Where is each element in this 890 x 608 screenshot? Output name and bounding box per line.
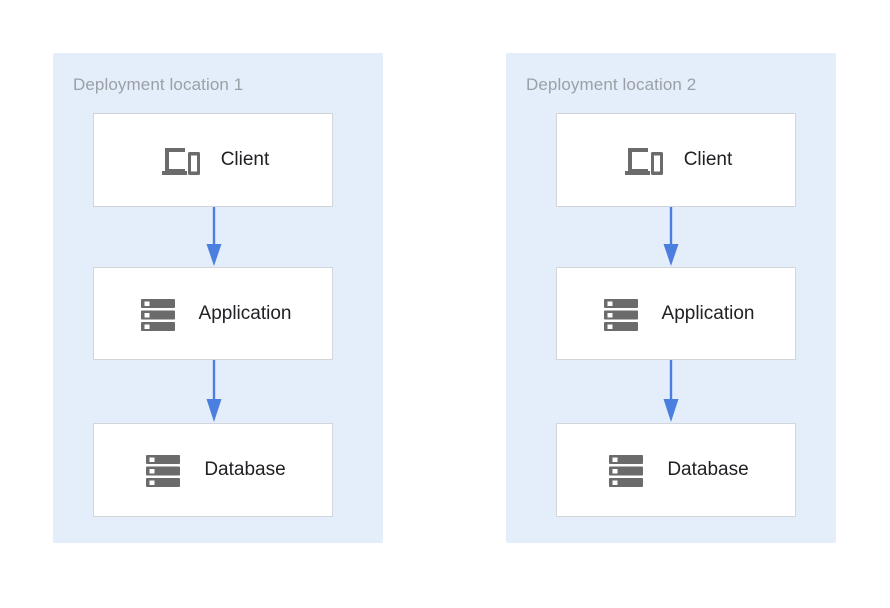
arrow-application-2-to-database-2	[660, 360, 682, 423]
node-application-1[interactable]: Application	[93, 267, 333, 360]
node-client-1[interactable]: Client	[93, 113, 333, 207]
node-database-1-label: Database	[204, 459, 286, 480]
node-database-2[interactable]: Database	[556, 423, 796, 517]
deployment-group-1-title: Deployment location 1	[73, 75, 244, 94]
devices-icon	[157, 137, 203, 183]
arrow-application-1-to-database-1	[203, 360, 225, 423]
node-application-2-label: Application	[661, 302, 755, 324]
node-client-1-label: Client	[220, 149, 270, 170]
node-client-2[interactable]: Client	[556, 113, 796, 207]
devices-icon	[620, 137, 666, 183]
server-icon	[598, 291, 644, 337]
arrow-client-1-to-application-1	[203, 207, 225, 267]
node-database-2-label: Database	[667, 459, 749, 480]
server-icon	[603, 447, 649, 493]
node-application-1-label: Application	[198, 302, 292, 324]
arrow-client-2-to-application-2	[660, 207, 682, 267]
server-icon	[140, 447, 186, 493]
deployment-group-2-title: Deployment location 2	[526, 75, 697, 94]
node-database-1[interactable]: Database	[93, 423, 333, 517]
node-application-2[interactable]: Application	[556, 267, 796, 360]
server-icon	[135, 291, 181, 337]
node-client-2-label: Client	[683, 149, 733, 170]
